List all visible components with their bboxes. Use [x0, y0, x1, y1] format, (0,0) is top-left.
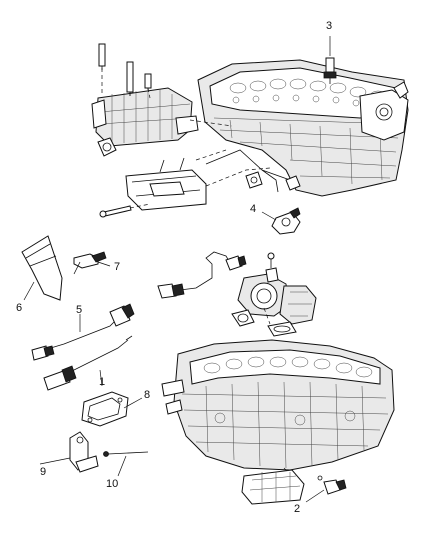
- assembly-line-bracket: [205, 167, 271, 187]
- probe-part-1: [43, 335, 133, 391]
- connector-part-7: [73, 251, 111, 275]
- callout-9: 9: [40, 466, 46, 478]
- callout-10: 10: [106, 478, 118, 490]
- temperature-sensor-part-3: [323, 36, 337, 84]
- upper-engine-head: [197, 59, 409, 197]
- callout-1: 1: [99, 376, 105, 388]
- assembly-line-pipe: [195, 149, 227, 161]
- heat-shield-part-6: [21, 235, 63, 301]
- callout-labels: 3 4 6 7 5 1 8 9 10 2: [16, 20, 332, 515]
- oxygen-sensor-upper: [157, 251, 247, 299]
- rod-part-10: [103, 451, 149, 477]
- callout-4: 4: [250, 203, 256, 215]
- egr-valve: [231, 252, 317, 337]
- egr-tube: [205, 149, 301, 193]
- egr-bracket: [99, 157, 207, 218]
- bracket-part-9: [39, 431, 99, 473]
- callout-3: 3: [326, 20, 332, 32]
- sensor-part-2: [305, 475, 347, 503]
- sensor-part-4: [261, 207, 301, 235]
- sensor-part-5: [31, 303, 135, 361]
- lower-engine: [161, 339, 395, 505]
- callout-8: 8: [144, 389, 150, 401]
- callout-7: 7: [114, 261, 120, 273]
- assembly-line-cooler: [189, 119, 233, 127]
- callout-2: 2: [294, 503, 300, 515]
- callout-5: 5: [76, 304, 82, 316]
- callout-6: 6: [16, 302, 22, 314]
- egr-cooler: [91, 43, 199, 157]
- flange-part-8: [81, 391, 143, 427]
